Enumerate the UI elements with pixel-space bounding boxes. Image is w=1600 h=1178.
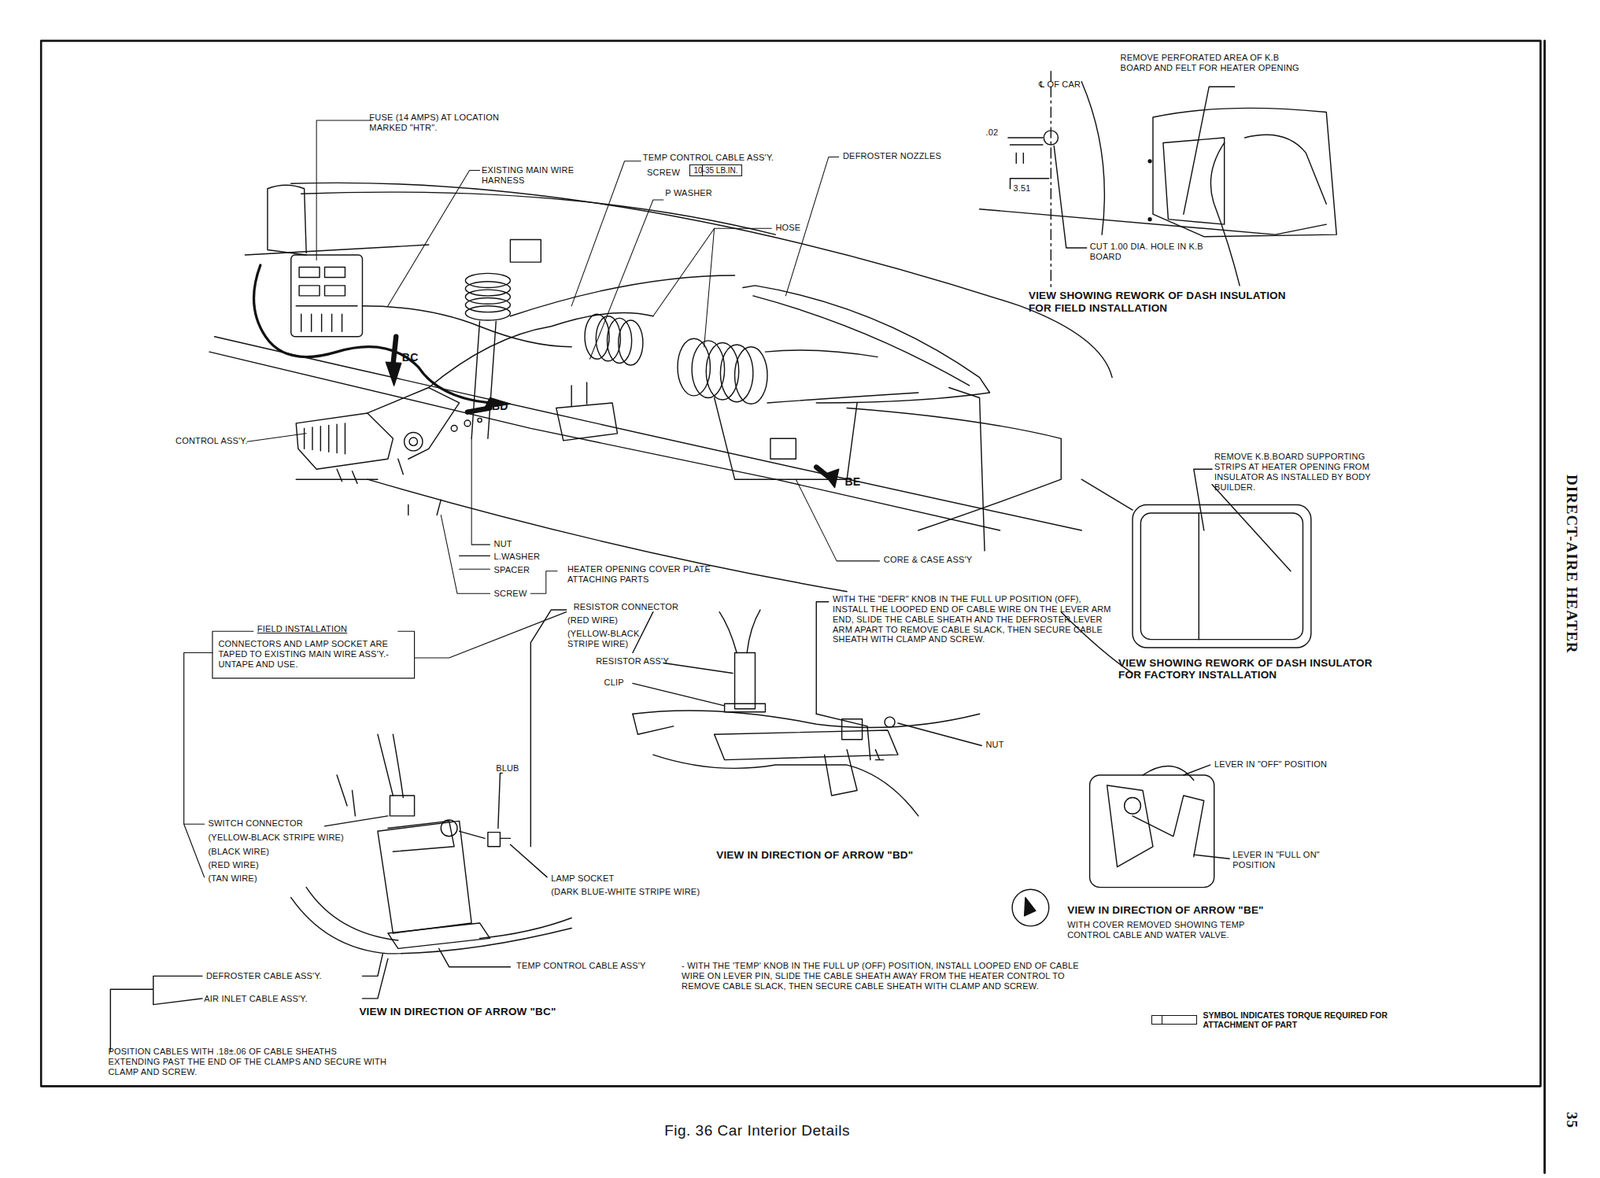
- part-label: P WASHER: [665, 188, 758, 199]
- dash-assembly: [209, 182, 1113, 592]
- torque-value: 10-35 LB.IN.: [693, 166, 738, 175]
- part-label: CONTROL ASS'Y.: [175, 436, 278, 447]
- part-label: POSITION CABLES WITH .18±.06 OF CABLE SH…: [107, 1046, 389, 1078]
- part-label: CLIP: [604, 677, 646, 688]
- part-label: RESISTOR ASS'Y.: [595, 656, 693, 667]
- part-label: CUT 1.00 DIA. HOLE IN K.B BOARD: [1090, 241, 1218, 263]
- field-rework-view: [979, 71, 1338, 292]
- part-label: NUT: [494, 539, 556, 550]
- view-title: VIEW SHOWING REWORK OF DASH INSULATOR FO…: [1118, 657, 1386, 682]
- torque-symbol-divider: [1161, 1016, 1163, 1024]
- view-be: [1012, 764, 1230, 927]
- view-title: VIEW SHOWING REWORK OF DASH INSULATION F…: [1028, 289, 1297, 315]
- view-arrow-label: BD: [491, 399, 523, 414]
- part-label: TEMP CONTROL CABLE ASS'Y: [516, 960, 680, 972]
- part-label: FIELD INSTALLATION: [257, 624, 411, 635]
- side-heading: 35: [1562, 1112, 1580, 1129]
- part-label: SPACER: [494, 565, 556, 576]
- part-label: (YELLOW-BLACK STRIPE WIRE): [207, 832, 402, 843]
- side-heading: DIRECT-AIRE HEATER: [1562, 474, 1580, 655]
- part-label: (YELLOW-BLACK STRIPE WIRE): [567, 628, 670, 650]
- part-label: WITH COVER REMOVED SHOWING TEMP CONTROL …: [1067, 920, 1282, 941]
- side-rule: [1543, 40, 1546, 1174]
- part-label: DEFROSTER NOZZLES: [842, 151, 987, 162]
- part-label: DEFROSTER CABLE ASS'Y.: [206, 971, 365, 982]
- part-label: (DARK BLUE-WHITE STRIPE WIRE): [550, 886, 745, 898]
- part-label: (TAN WIRE): [207, 873, 311, 884]
- view-arrow-label: BE: [845, 475, 876, 489]
- part-label: CONNECTORS AND LAMP SOCKET ARE TAPED TO …: [218, 639, 412, 670]
- field-install-bracket: [184, 612, 567, 878]
- part-label: - WITH THE 'TEMP' KNOB IN THE FULL UP (O…: [681, 960, 1095, 992]
- page-frame: [40, 40, 1541, 1087]
- view-bc: [110, 734, 572, 1051]
- figure-caption: Fig. 36 Car Interior Details: [664, 1122, 850, 1140]
- part-label: ℄ OF CAR: [1038, 79, 1121, 90]
- part-label: AIR INLET CABLE ASS'Y.: [203, 993, 363, 1005]
- torque-symbol: [1151, 1015, 1198, 1025]
- part-label: WITH THE "DEFR" KNOB IN THE FULL UP POSI…: [832, 594, 1114, 646]
- torque-box: 10-35 LB.IN.: [689, 164, 742, 177]
- part-label: CORE & CASE ASS'Y: [883, 554, 1037, 566]
- part-label: 3.51: [1012, 183, 1044, 194]
- part-label: RESISTOR CONNECTOR: [573, 602, 712, 613]
- part-label: HEATER OPENING COVER PLATE ATTACHING PAR…: [567, 564, 747, 585]
- part-label: NUT: [985, 739, 1027, 751]
- part-label: BLUB: [495, 763, 537, 774]
- part-label: LAMP SOCKET: [550, 873, 714, 884]
- part-label: FUSE (14 AMPS) AT LOCATION MARKED "HTR".: [369, 112, 503, 134]
- part-label: REMOVE PERFORATED AREA OF K.B BOARD AND …: [1120, 52, 1305, 74]
- part-label: LEVER IN "FULL ON" POSITION: [1232, 849, 1360, 871]
- part-label: SCREW: [494, 588, 556, 599]
- part-label: (BLACK WIRE): [207, 846, 311, 858]
- part-label: SWITCH CONNECTOR: [207, 818, 361, 829]
- part-label: EXISTING MAIN WIRE HARNESS: [481, 165, 610, 186]
- legend-text: SYMBOL INDICATES TORQUE REQUIRED FOR ATT…: [1203, 1010, 1397, 1031]
- part-label: L.WASHER: [494, 551, 566, 562]
- view-title: VIEW IN DIRECTION OF ARROW "BD": [716, 849, 967, 862]
- factory-rework-view: [1060, 469, 1312, 673]
- part-label: LEVER IN "OFF" POSITION: [1214, 759, 1378, 770]
- part-label: .02: [985, 127, 1017, 138]
- part-label: REMOVE K.B.BOARD SUPPORTING STRIPS AT HE…: [1214, 451, 1378, 493]
- view-title: VIEW IN DIRECTION OF ARROW "BC": [358, 1005, 610, 1019]
- part-label: SCREW: [646, 167, 688, 178]
- legend-row: SYMBOL INDICATES TORQUE REQUIRED FOR ATT…: [1151, 1010, 1397, 1031]
- part-label: HOSE: [775, 222, 827, 233]
- part-label: TEMP CONTROL CABLE ASS'Y.: [642, 152, 817, 163]
- part-label: (RED WIRE): [567, 615, 680, 626]
- view-title: VIEW IN DIRECTION OF ARROW "BE": [1067, 904, 1318, 917]
- view-arrow-label: BC: [402, 351, 433, 365]
- leader-lines: [247, 120, 880, 594]
- part-label: (RED WIRE): [207, 860, 311, 871]
